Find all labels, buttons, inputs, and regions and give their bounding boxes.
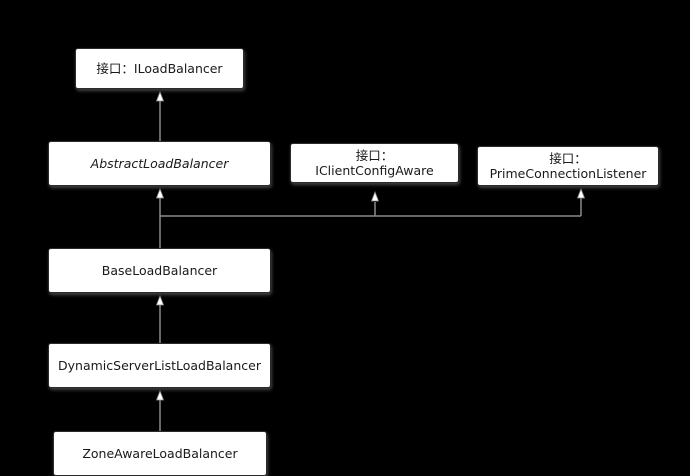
arrowhead-dynamicserverlistloadbalancer — [155, 389, 165, 401]
node-zoneawareloadbalancer[interactable]: ZoneAwareLoadBalancer — [53, 431, 267, 476]
connector-layer — [155, 90, 586, 431]
node-primeconnectionlistener-prefix: 接口： — [549, 151, 587, 166]
node-dynamicserverlistloadbalancer-label: DynamicServerListLoadBalancer — [58, 358, 261, 373]
node-primeconnectionlistener-label: PrimeConnectionListener — [489, 166, 647, 181]
node-iloadbalancer-label: 接口：ILoadBalancer — [96, 61, 223, 76]
arrowhead-iclientconfigaware — [370, 190, 380, 202]
node-zoneawareloadbalancer-label: ZoneAwareLoadBalancer — [82, 446, 238, 461]
node-abstractloadbalancer-label: AbstractLoadBalancer — [90, 156, 229, 171]
arrowhead-abstractloadbalancer — [155, 187, 165, 199]
node-baseloadbalancer[interactable]: BaseLoadBalancer — [48, 248, 271, 293]
node-iclientconfigaware[interactable]: 接口： IClientConfigAware — [290, 143, 459, 183]
node-baseloadbalancer-label: BaseLoadBalancer — [101, 263, 218, 278]
node-iclientconfigaware-label: IClientConfigAware — [315, 163, 434, 178]
inheritance-edges — [155, 90, 586, 431]
node-primeconnectionlistener[interactable]: 接口： PrimeConnectionListener — [477, 146, 659, 186]
node-dynamicserverlistloadbalancer[interactable]: DynamicServerListLoadBalancer — [48, 343, 271, 388]
node-iloadbalancer[interactable]: 接口：ILoadBalancer — [75, 48, 244, 89]
arrowhead-primeconnectionlistener — [576, 187, 586, 199]
arrowhead-iloadbalancer — [155, 90, 165, 102]
node-abstractloadbalancer[interactable]: AbstractLoadBalancer — [48, 141, 271, 186]
arrowhead-baseloadbalancer — [155, 294, 165, 306]
node-iclientconfigaware-prefix: 接口： — [355, 148, 394, 163]
